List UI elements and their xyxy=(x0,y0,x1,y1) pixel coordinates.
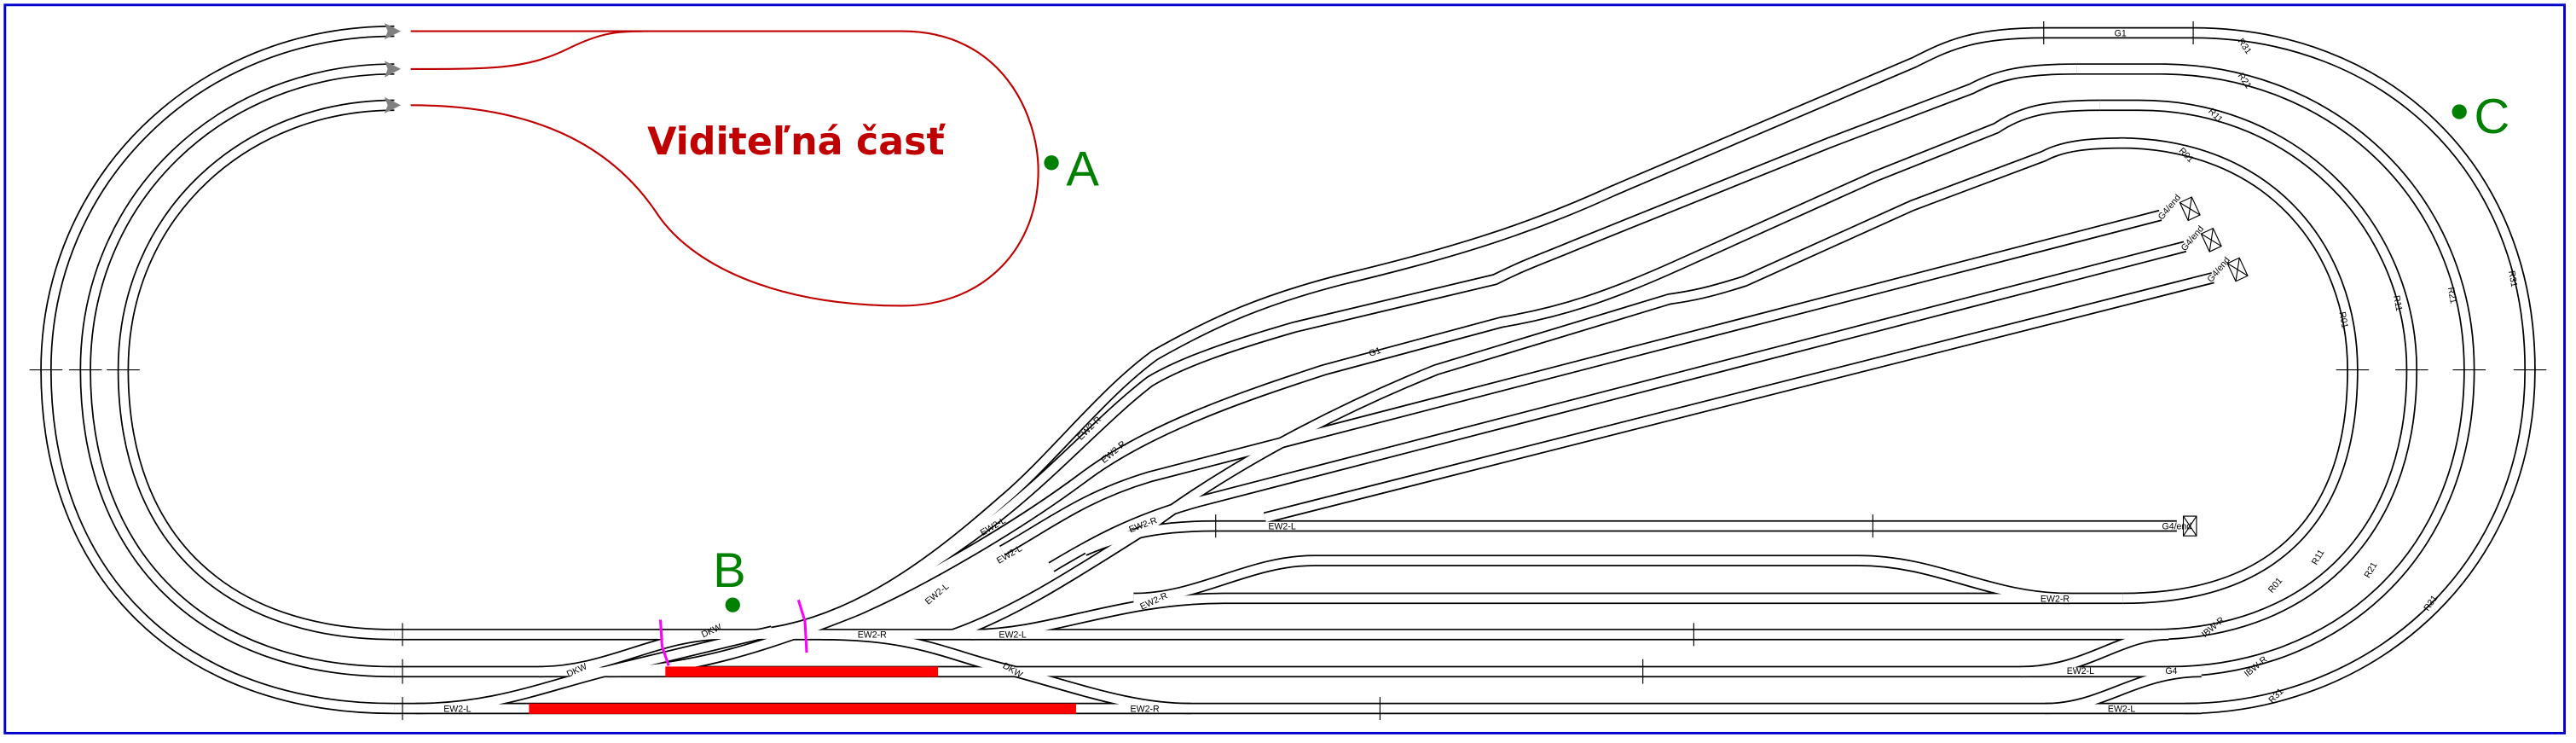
track-label: G4/end xyxy=(2179,223,2207,253)
ramp-track-3 xyxy=(607,99,2100,678)
rail-gap xyxy=(1082,521,2177,555)
track-label: R21 xyxy=(2362,560,2379,580)
rail-gap xyxy=(538,630,723,676)
rail-gap xyxy=(951,138,2127,639)
rail-gap xyxy=(119,101,395,639)
end-stops xyxy=(2179,196,2249,537)
visible-part-outline xyxy=(410,30,1039,307)
rail-gap xyxy=(1133,556,2070,603)
rail-gap xyxy=(1264,273,2214,522)
track-label: G1 xyxy=(1368,345,1382,359)
track-label: G4/end xyxy=(2205,255,2232,284)
arrow-icon xyxy=(384,22,402,40)
plan-border xyxy=(3,3,2566,734)
rail-gap xyxy=(2020,630,2169,676)
track-label: R31 xyxy=(2506,270,2519,287)
track-label: R11 xyxy=(2310,548,2327,566)
track-label: G4/end xyxy=(2162,521,2191,531)
track-label: EW2-R xyxy=(858,630,887,641)
section-cut-left xyxy=(658,619,670,666)
marker-b-label: B xyxy=(713,543,746,598)
track-label: G4 xyxy=(2165,666,2177,676)
occupied-block-track-3 xyxy=(529,703,1076,714)
track-label: R11 xyxy=(2391,294,2404,312)
occupied-block-track-2 xyxy=(665,666,939,677)
marker-b-dot xyxy=(725,597,740,612)
rail-gap xyxy=(999,211,2162,554)
rail-gap xyxy=(771,64,2077,639)
track-label: R21 xyxy=(2236,71,2254,90)
left-loop-inner xyxy=(117,99,395,641)
arrow-icon xyxy=(384,96,402,113)
arrow-icon xyxy=(384,61,402,78)
marker-a-label: A xyxy=(1066,142,1099,197)
rail-gap xyxy=(2045,667,2202,713)
track-label: EW2-R xyxy=(2041,594,2069,604)
marker-c-dot xyxy=(2452,104,2467,119)
rail-gap xyxy=(755,28,2044,639)
track-label: G4/end xyxy=(2156,193,2184,222)
track-label: EW2-L xyxy=(443,704,471,714)
track-label: R21 xyxy=(2446,287,2458,305)
rail-gap xyxy=(415,627,773,713)
tracks xyxy=(40,25,2536,715)
track-label: EW2-L xyxy=(999,630,1026,641)
direction-arrows xyxy=(384,22,402,113)
track-label: G1 xyxy=(2115,28,2127,38)
track-label: EW2-L xyxy=(2108,704,2135,714)
track-label: EW2-L xyxy=(2067,666,2094,676)
rail-gap xyxy=(1049,242,2186,572)
track-joints xyxy=(29,21,2547,721)
rail-gap xyxy=(821,630,1191,713)
track-label: R01 xyxy=(2337,311,2350,329)
track-label: EW2-R xyxy=(1131,704,1160,714)
section-cut-right xyxy=(796,599,808,653)
track-label: R01 xyxy=(2266,576,2285,595)
track-label: EW2-L xyxy=(1268,521,1295,531)
marker-c-label: C xyxy=(2475,90,2510,144)
rail-gap xyxy=(970,594,2123,639)
marker-a-dot xyxy=(1044,155,1059,171)
visible-part-title: Viditeľná časť xyxy=(647,120,946,164)
track-label: EW2-L xyxy=(923,581,952,607)
rail-gap xyxy=(607,101,2100,676)
